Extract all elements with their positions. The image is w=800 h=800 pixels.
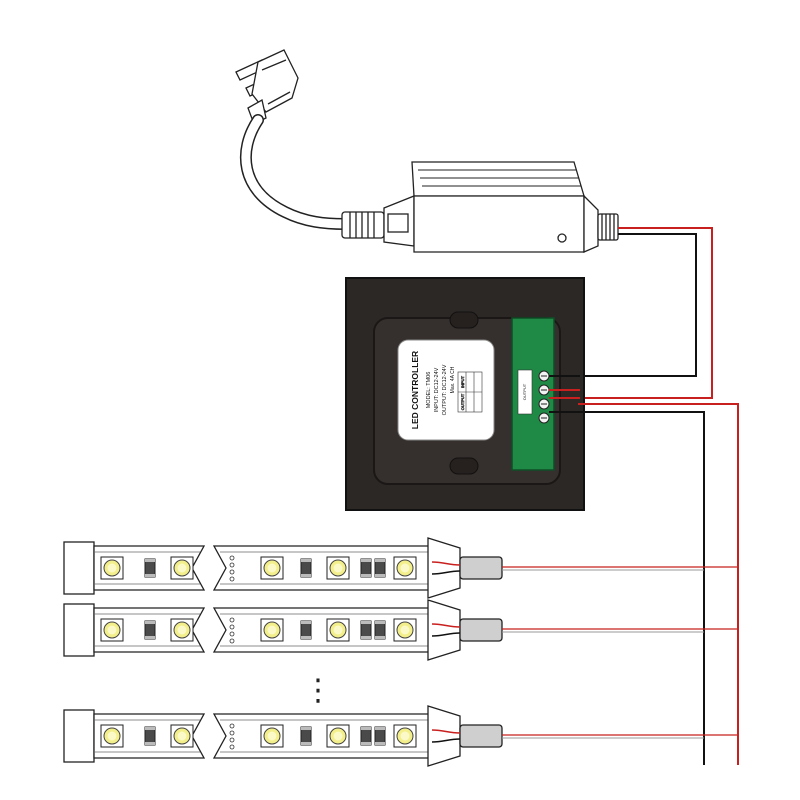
strip-end-cap — [63, 709, 95, 763]
power-plug — [235, 49, 299, 125]
power-cord — [239, 114, 351, 230]
screw-slot-bottom — [449, 457, 479, 475]
led-controller: LED CONTROLLER MODEL: TM06 INPUT: DC12-2… — [345, 277, 585, 511]
adapter-input-relief — [341, 211, 385, 239]
strip-cable-sleeve — [459, 618, 503, 642]
more-strips-ellipsis: ⋮ — [303, 673, 333, 708]
controller-max-spec: Max. 4A CH — [450, 366, 456, 393]
bus-positive-wire — [578, 403, 739, 765]
strip-end-cap — [63, 603, 95, 657]
strip-connector-cap — [427, 705, 461, 767]
controller-title: LED CONTROLLER — [410, 351, 420, 429]
led-strips — [63, 537, 738, 767]
led-strip-1 — [63, 537, 738, 599]
strip-connector-cap — [427, 599, 461, 661]
power-adapter — [341, 161, 619, 253]
terminal-wires — [549, 375, 580, 413]
adapter-output-wires — [578, 227, 713, 399]
controller-model: MODEL: TM06 — [426, 372, 432, 409]
strip-cable-sleeve — [459, 724, 503, 748]
terminal-table: OUTPUT INPUT — [457, 371, 483, 413]
adapter-positive-wire — [578, 227, 713, 399]
table-output-header: OUTPUT — [460, 393, 465, 410]
adapter-negative-wire — [578, 233, 697, 377]
bus-negative-wire — [578, 411, 705, 765]
terminal-strip-text: OUTPUT — [522, 383, 527, 400]
led-strip-2 — [63, 599, 738, 661]
strip-cable-sleeve — [459, 556, 503, 580]
controller-label-text: LED CONTROLLER MODEL: TM06 INPUT: DC12-2… — [410, 351, 456, 429]
led-strip-3 — [63, 705, 738, 767]
controller-input-spec: INPUT: DC12-24V — [434, 367, 440, 412]
output-bus-wires — [578, 403, 739, 765]
terminal-label-strip — [517, 369, 533, 415]
strip-end-cap — [63, 541, 95, 595]
screw-slot-top — [449, 311, 479, 329]
strip-connector-cap — [427, 537, 461, 599]
table-input-header: INPUT — [460, 375, 465, 388]
controller-label — [397, 339, 495, 441]
controller-output-spec: OUTPUT: DC12-24V — [442, 364, 448, 415]
